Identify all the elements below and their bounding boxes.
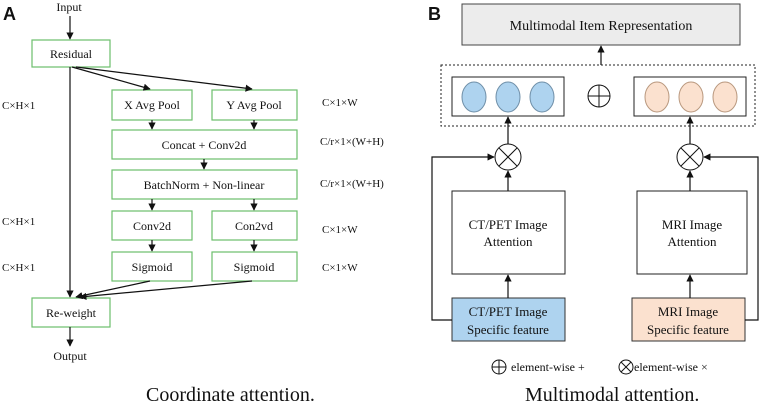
conv-left-box <box>111 210 193 241</box>
dim-right-4: C×1×W <box>322 224 358 236</box>
ct-attention-label-1: CT/PET Image <box>469 217 548 232</box>
x-avg-pool-box <box>111 89 193 121</box>
arrow-residual-ypool <box>75 66 253 92</box>
mri-attention-label-2: Attention <box>667 234 717 249</box>
multimodal-representation-box <box>461 3 741 46</box>
sigmoid-left-label: Sigmoid <box>132 260 173 274</box>
conv-right-label: Con2vd <box>235 219 273 233</box>
y-avg-pool-label: Y Avg Pool <box>226 98 282 112</box>
arrow-mri-skip <box>703 153 759 321</box>
mri-vector-node-3 <box>712 81 738 113</box>
batchnorm-box <box>111 169 298 200</box>
mri-feature-label-1: MRI Image <box>658 304 719 319</box>
ct-attention-label-2: Attention <box>483 234 533 249</box>
fusion-plus-icon <box>587 84 611 108</box>
ct-attention-box <box>451 190 566 275</box>
legend-times-icon <box>618 359 634 375</box>
dim-right-5: C×1×W <box>322 262 358 274</box>
dim-right-1: C×1×W <box>322 97 358 109</box>
arrow-sigr-reweight <box>79 280 253 300</box>
dim-right-3: C/r×1×(W+H) <box>320 178 384 190</box>
panel-b-letter: B <box>428 4 441 24</box>
panel-a-letter: A <box>3 4 16 24</box>
ct-feature-label-2: Specific feature <box>467 322 549 337</box>
mri-vector-node-2 <box>678 81 704 113</box>
dim-right-2: C/r×1×(W+H) <box>320 136 384 148</box>
mri-feature-box <box>631 297 746 342</box>
mri-multiply-icon <box>676 143 704 171</box>
reweight-label: Re-weight <box>46 306 97 320</box>
legend-times-label: element-wise × <box>634 360 708 374</box>
dim-left-1: C×H×1 <box>2 100 35 112</box>
mri-attention-label-1: MRI Image <box>662 217 723 232</box>
dim-left-3: C×H×1 <box>2 262 35 274</box>
multimodal-representation-label: Multimodal Item Representation <box>510 19 693 34</box>
concat-label: Concat + Conv2d <box>162 138 247 152</box>
batchnorm-label: BatchNorm + Non-linear <box>144 178 265 192</box>
ct-vector-node-2 <box>495 81 521 113</box>
mri-feature-label-2: Specific feature <box>647 322 729 337</box>
residual-box <box>31 39 111 68</box>
ct-feature-label-1: CT/PET Image <box>469 304 548 319</box>
input-label: Input <box>56 0 82 14</box>
legend-plus-icon <box>491 359 507 375</box>
caption-coordinate-attention: Coordinate attention. <box>146 384 315 406</box>
sigmoid-right-label: Sigmoid <box>234 260 275 274</box>
legend-plus-label: element-wise + <box>511 360 585 374</box>
ct-vector-node-1 <box>461 81 487 113</box>
sigmoid-left-box <box>111 251 193 282</box>
caption-multimodal-attention: Multimodal attention. <box>525 384 700 406</box>
ct-feature-box <box>451 297 566 342</box>
sigmoid-right-box <box>211 251 298 282</box>
ct-multiply-icon <box>494 143 522 171</box>
figure: A Input Output Residual X Avg Pool Y Avg… <box>2 0 759 375</box>
reweight-box <box>31 297 111 328</box>
mri-attention-box <box>636 190 748 275</box>
conv-left-label: Conv2d <box>133 219 171 233</box>
arrow-sigl-reweight <box>75 280 151 300</box>
fused-container <box>440 64 756 127</box>
output-label: Output <box>53 349 87 363</box>
mri-vector-node-1 <box>644 81 670 113</box>
arrow-residual-xpool <box>71 66 151 91</box>
dim-left-2: C×H×1 <box>2 216 35 228</box>
arrow-ct-skip <box>431 153 495 321</box>
concat-box <box>111 129 298 160</box>
ct-vector-node-3 <box>529 81 555 113</box>
residual-label: Residual <box>50 47 93 61</box>
x-avg-pool-label: X Avg Pool <box>124 98 180 112</box>
